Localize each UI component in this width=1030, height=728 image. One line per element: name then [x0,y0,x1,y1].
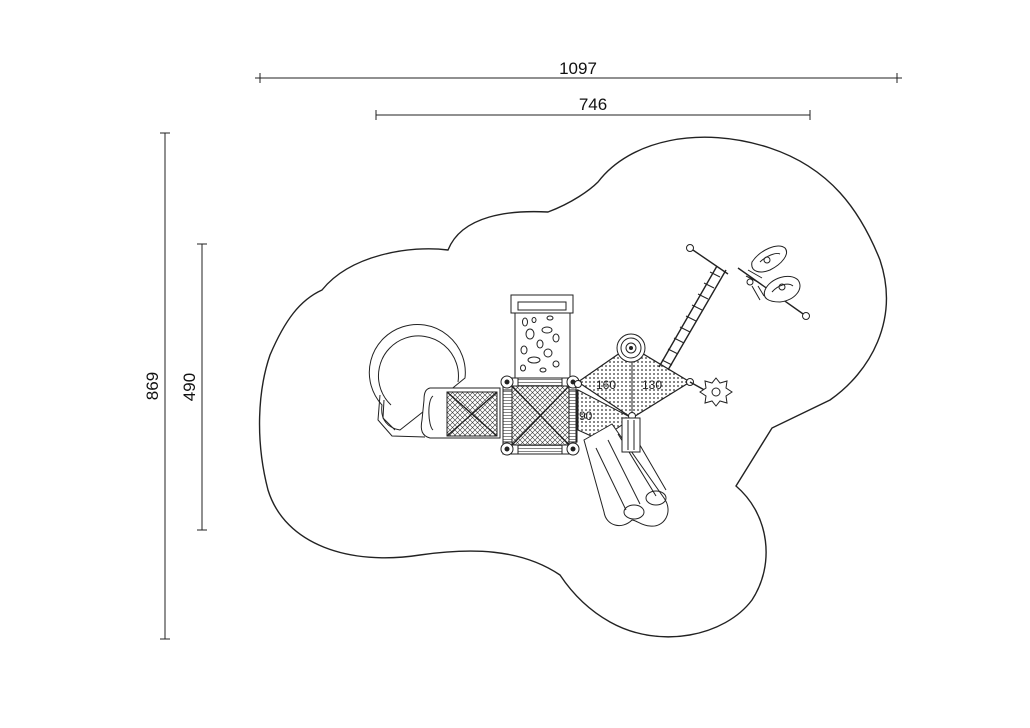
dimension-equipment-depth: 490 [180,243,207,531]
platform-height-lower: 90 [579,409,593,423]
overall-depth-label: 869 [143,372,162,400]
equipment-depth-label: 490 [180,373,199,401]
platform-height-left: 160 [596,378,616,392]
equipment-width-label: 746 [579,95,607,114]
right-platform [574,333,694,441]
overall-width-label: 1097 [559,59,597,78]
flower-panel [689,377,733,407]
climbing-wall [510,294,574,379]
horizontal-ladder [658,244,729,371]
safety-zone-outline [258,136,888,638]
tube-slide [368,324,466,438]
left-net-panel [446,391,498,437]
dimension-overall-depth: 869 [143,132,170,640]
dimension-overall-width: 1097 [255,59,902,83]
double-slide [583,417,669,527]
platform-height-right: 130 [642,378,662,392]
butterfly-rocker [737,245,810,320]
dimension-equipment-width: 746 [375,95,811,120]
central-tower [500,375,580,456]
